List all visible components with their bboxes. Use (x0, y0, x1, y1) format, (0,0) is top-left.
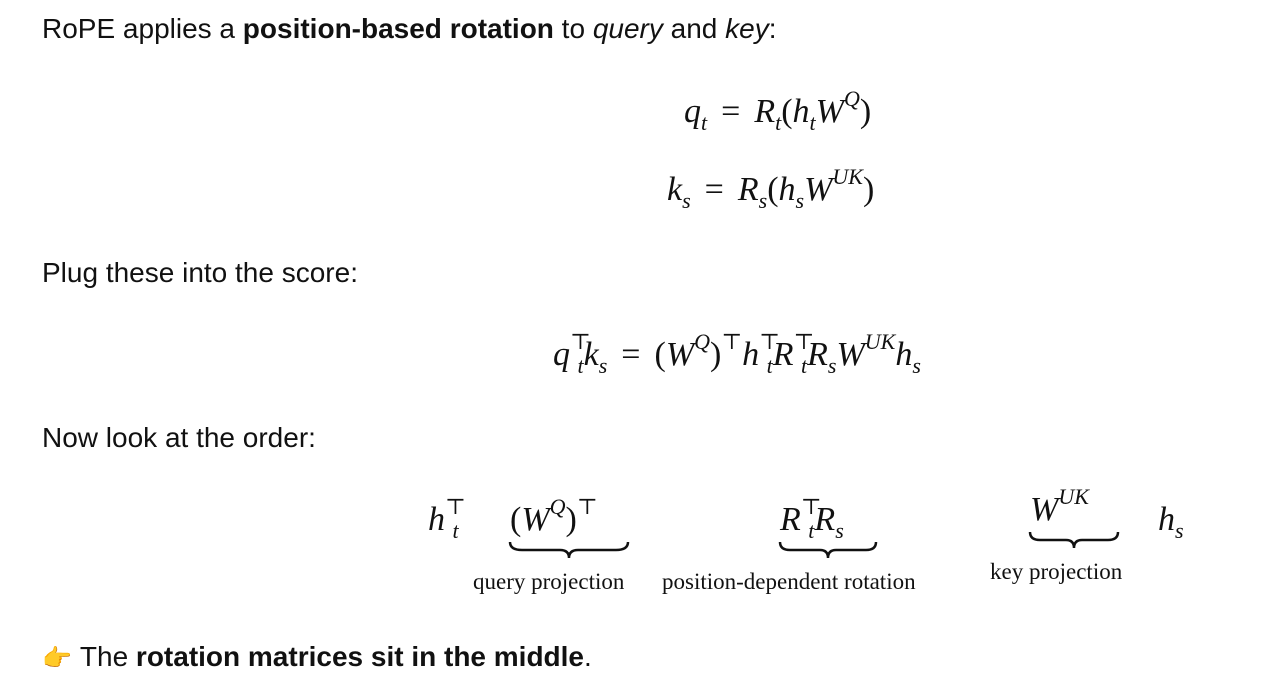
math-token: ks (583, 336, 608, 378)
math-token: WQ (815, 85, 860, 130)
math-token: )⊤ (565, 493, 598, 538)
order-h-s: hs (1158, 500, 1184, 543)
equation-query: qt = Rt(htWQ) (684, 85, 872, 135)
math-token: ) (862, 171, 875, 208)
math-token: Rs (814, 501, 844, 543)
intro-paragraph: RoPE applies a position-based rotation t… (42, 12, 777, 46)
intro-query: query (592, 13, 663, 44)
math-token: )⊤ (710, 328, 743, 373)
math-token: q⊤t (553, 328, 591, 378)
math-token: Rs (807, 336, 837, 378)
label-key-projection: key projection (990, 559, 1123, 584)
order-wq: (WQ)⊤ (510, 493, 598, 540)
math-token: ( (781, 93, 793, 130)
math-token: ks (667, 171, 691, 213)
intro-text: RoPE applies a (42, 13, 243, 44)
conclusion-bold: rotation matrices sit in the middle (135, 641, 585, 672)
math-token: qt (684, 93, 708, 135)
order-rotation: R⊤tRs (780, 493, 844, 543)
intro-text: and (662, 13, 726, 44)
label-position-rotation: position-dependent rotation (662, 569, 916, 594)
conclusion-text: . (584, 641, 592, 672)
order-wuk: WUK (1030, 483, 1089, 530)
math-token: h⊤t (742, 328, 780, 378)
math-token: ( (767, 171, 779, 208)
math-token: h⊤t (428, 493, 466, 543)
underbrace-rotation (778, 541, 878, 559)
math-token: hs (1158, 501, 1184, 543)
math-equals: = (704, 171, 724, 208)
pointing-hand-icon: 👉 (42, 645, 72, 672)
intro-text: to (553, 13, 593, 44)
intro-text: : (768, 13, 777, 44)
equation-score: q⊤tks = (WQ)⊤h⊤tR⊤tRsWUKhs (553, 328, 921, 378)
math-token: WUK (836, 328, 896, 373)
math-token: ( (654, 336, 666, 373)
math-equals: = (621, 336, 641, 373)
math-token: WQ (521, 493, 566, 538)
math-token: hs (778, 171, 805, 213)
plug-paragraph: Plug these into the score: (42, 257, 358, 288)
math-token: ( (510, 501, 522, 538)
order-h-t: h⊤t (428, 493, 466, 543)
underbrace-query (508, 541, 630, 559)
intro-bold: position-based rotation (242, 13, 554, 44)
label-query-projection: query projection (473, 569, 625, 594)
math-token: R⊤t (780, 493, 822, 543)
math-token: ht (792, 93, 816, 135)
math-token: R⊤t (772, 328, 815, 378)
math-token: Rs (737, 171, 768, 213)
math-token: Rt (754, 93, 782, 135)
conclusion-text: The (79, 641, 136, 672)
equation-key: ks = Rs(hsWUK) (667, 163, 875, 213)
math-equals: = (721, 93, 741, 130)
order-paragraph: Now look at the order: (42, 422, 316, 453)
math-token: ) (859, 93, 872, 130)
underbrace-key (1028, 531, 1120, 549)
math-token: WUK (804, 163, 863, 208)
math-token: hs (895, 336, 921, 378)
math-token: WQ (665, 328, 711, 373)
math-token: WUK (1030, 483, 1089, 528)
intro-key: key (725, 13, 769, 44)
conclusion-paragraph: 👉 The rotation matrices sit in the middle… (42, 640, 592, 676)
